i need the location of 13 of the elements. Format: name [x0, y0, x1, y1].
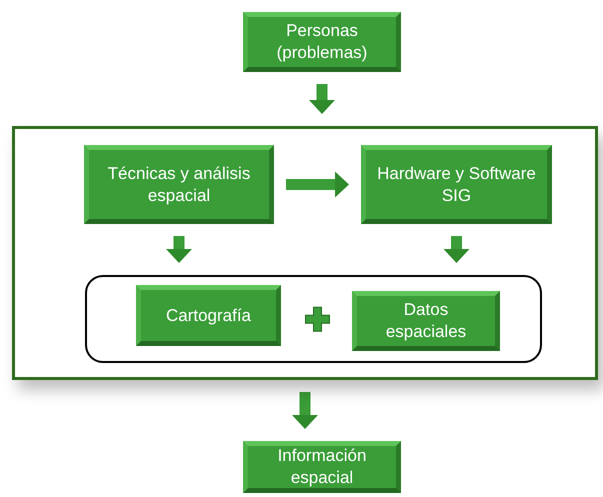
process-box: Información espacial [243, 441, 401, 493]
process-box: Cartografía [136, 285, 281, 346]
block-arrow [444, 236, 470, 263]
block-arrow [286, 172, 349, 198]
process-box: Hardware y Software SIG [361, 145, 552, 224]
block-arrow [292, 392, 318, 429]
group-box [85, 275, 542, 363]
process-box: Personas (problemas) [243, 12, 401, 72]
block-arrow [309, 84, 335, 114]
frame-box [12, 126, 598, 380]
process-box: Datos espaciales [352, 291, 500, 351]
process-box: Técnicas y análisis espacial [84, 145, 274, 224]
block-arrow [166, 236, 192, 263]
